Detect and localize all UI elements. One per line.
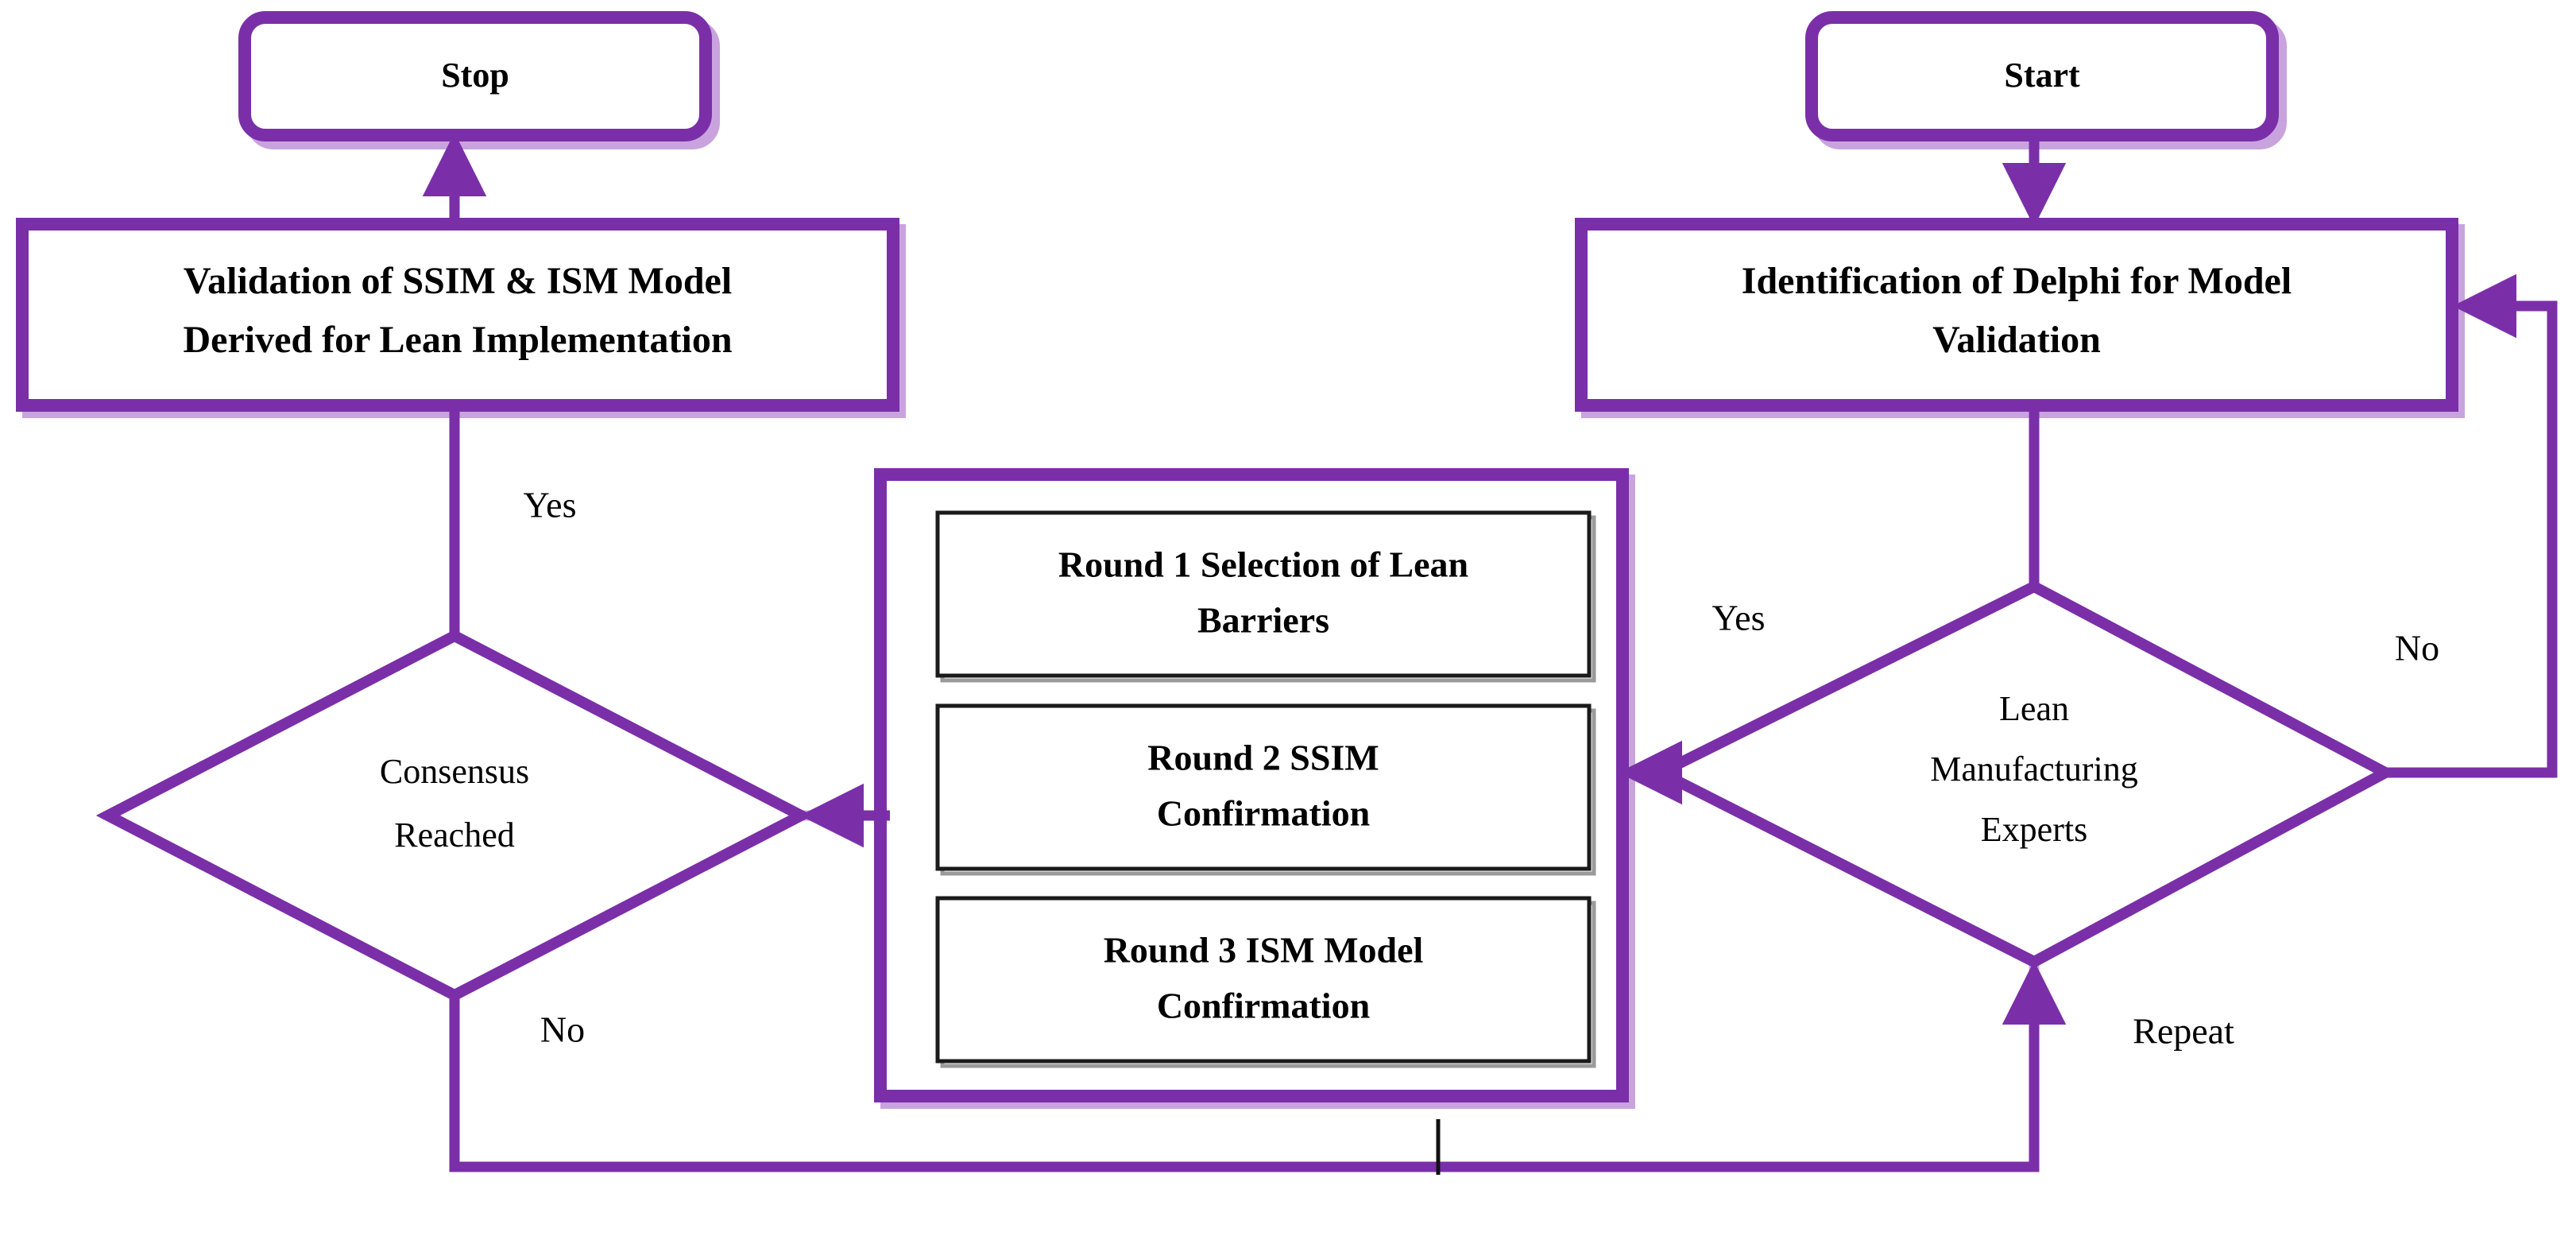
experts-label-line1: Lean xyxy=(1999,689,2069,728)
edge-label-consensus-no: No xyxy=(540,1009,585,1050)
identification-shape xyxy=(1575,218,2458,412)
experts-label-line2: Manufacturing xyxy=(1930,750,2137,788)
node-identification[interactable]: Identification of Delphi for Model Valid… xyxy=(1575,218,2458,412)
start-shape xyxy=(1805,11,2279,141)
validation-label-line2: Derived for Lean Implementation xyxy=(183,319,732,361)
validation-shape xyxy=(16,218,899,412)
round-3-label-line1: Round 3 ISM Model xyxy=(1104,930,1424,971)
experts-label-line3: Experts xyxy=(1981,810,2087,849)
node-start[interactable]: Start xyxy=(1805,11,2279,141)
identification-label-line2: Validation xyxy=(1932,319,2101,361)
consensus-label-line1: Consensus xyxy=(380,752,529,791)
identification-label-line1: Identification of Delphi for Model xyxy=(1742,260,2292,302)
node-stop[interactable]: Stop xyxy=(238,11,712,141)
round-1-label-line2: Barriers xyxy=(1197,600,1329,641)
edge-experts-no-loop xyxy=(2385,273,2558,778)
edge-label-repeat: Repeat xyxy=(2133,1011,2234,1052)
round-3-label-line2: Confirmation xyxy=(1157,986,1370,1026)
connectors xyxy=(422,132,2558,1172)
edge-label-experts-no: No xyxy=(2395,628,2439,668)
round-1-box[interactable]: Round 1 Selection of Lean Barriers xyxy=(935,510,1596,683)
node-consensus-decision[interactable]: Consensus Reached xyxy=(95,630,814,1002)
edge-label-consensus-yes: Yes xyxy=(524,485,577,525)
stop-label: Stop xyxy=(441,56,509,95)
edge-consensus-no-repeat-loop xyxy=(449,960,2067,1172)
start-label: Start xyxy=(2004,56,2080,95)
consensus-label-line2: Reached xyxy=(394,816,514,854)
round-2-label-line2: Confirmation xyxy=(1157,793,1370,834)
round-1-shape xyxy=(935,510,1592,678)
node-validation[interactable]: Validation of SSIM & ISM Model Derived f… xyxy=(16,218,899,412)
edge-label-experts-yes: Yes xyxy=(1712,598,1766,638)
round-2-shape xyxy=(935,703,1592,871)
round-2-box[interactable]: Round 2 SSIM Confirmation xyxy=(935,703,1596,876)
round-3-box[interactable]: Round 3 ISM Model Confirmation xyxy=(935,896,1596,1068)
round-1-label-line1: Round 1 Selection of Lean xyxy=(1058,544,1468,585)
round-3-shape xyxy=(935,896,1592,1064)
node-experts-decision[interactable]: Lean Manufacturing Experts xyxy=(1648,580,2397,968)
round-2-label-line1: Round 2 SSIM xyxy=(1147,738,1379,778)
delphi-rounds-panel: Round 1 Selection of Lean Barriers Round… xyxy=(874,468,1629,1102)
validation-label-line1: Validation of SSIM & ISM Model xyxy=(184,260,732,302)
